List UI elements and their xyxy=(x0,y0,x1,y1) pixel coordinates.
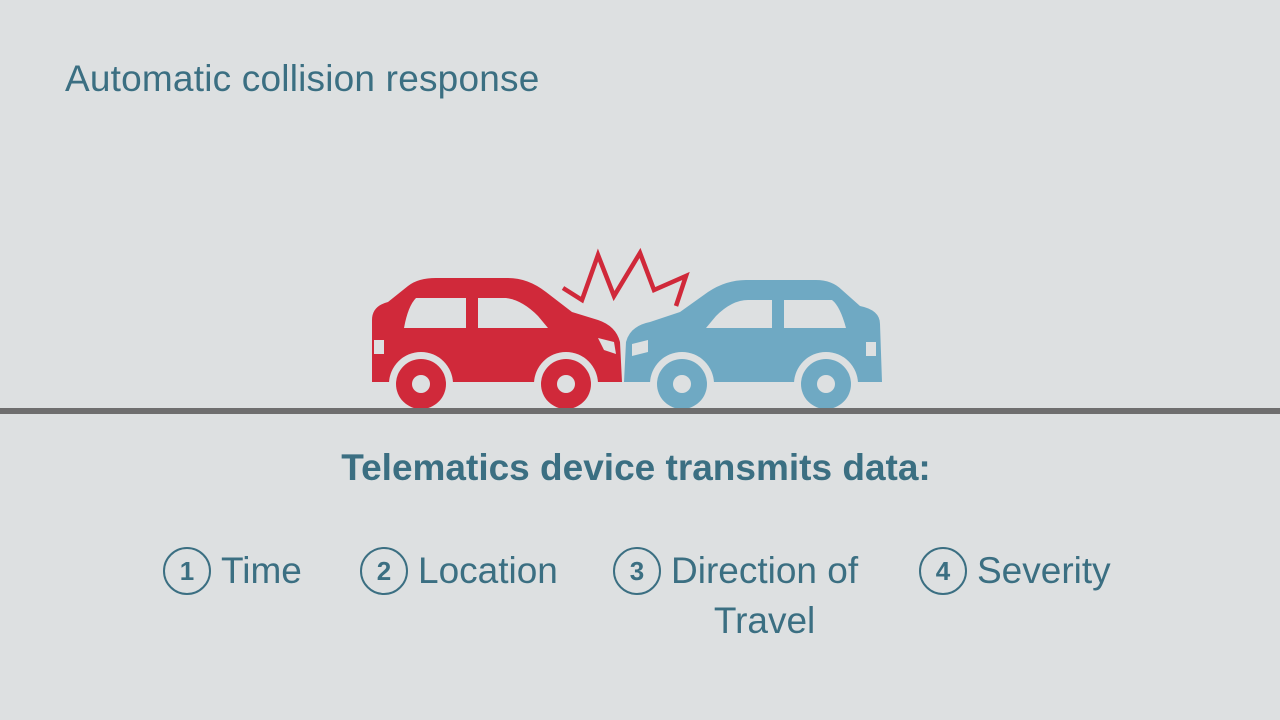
number-badge: 4 xyxy=(919,547,967,595)
page-title: Automatic collision response xyxy=(65,58,540,99)
data-item-severity: 4 Severity xyxy=(919,546,1111,596)
collision-illustration xyxy=(372,247,882,416)
data-item-label: Time xyxy=(221,550,302,591)
label-line: Direction of xyxy=(671,550,859,591)
number-badge: 3 xyxy=(613,547,661,595)
road-line xyxy=(0,408,1280,414)
data-item-direction-of-travel: 3 Direction of Travel xyxy=(613,546,858,646)
data-item-label: Direction of Travel xyxy=(671,546,858,646)
number-badge: 2 xyxy=(360,547,408,595)
crash-burst-icon xyxy=(561,247,690,307)
data-item-time: 1 Time xyxy=(163,546,302,596)
label-line: Travel xyxy=(713,600,816,641)
red-car-icon xyxy=(372,278,622,416)
data-item-label: Location xyxy=(418,550,558,591)
section-subtitle: Telematics device transmits data: xyxy=(341,447,931,488)
data-item-label: Severity xyxy=(977,550,1111,591)
data-item-location: 2 Location xyxy=(360,546,558,596)
number-badge: 1 xyxy=(163,547,211,595)
blue-car-icon xyxy=(624,280,882,416)
